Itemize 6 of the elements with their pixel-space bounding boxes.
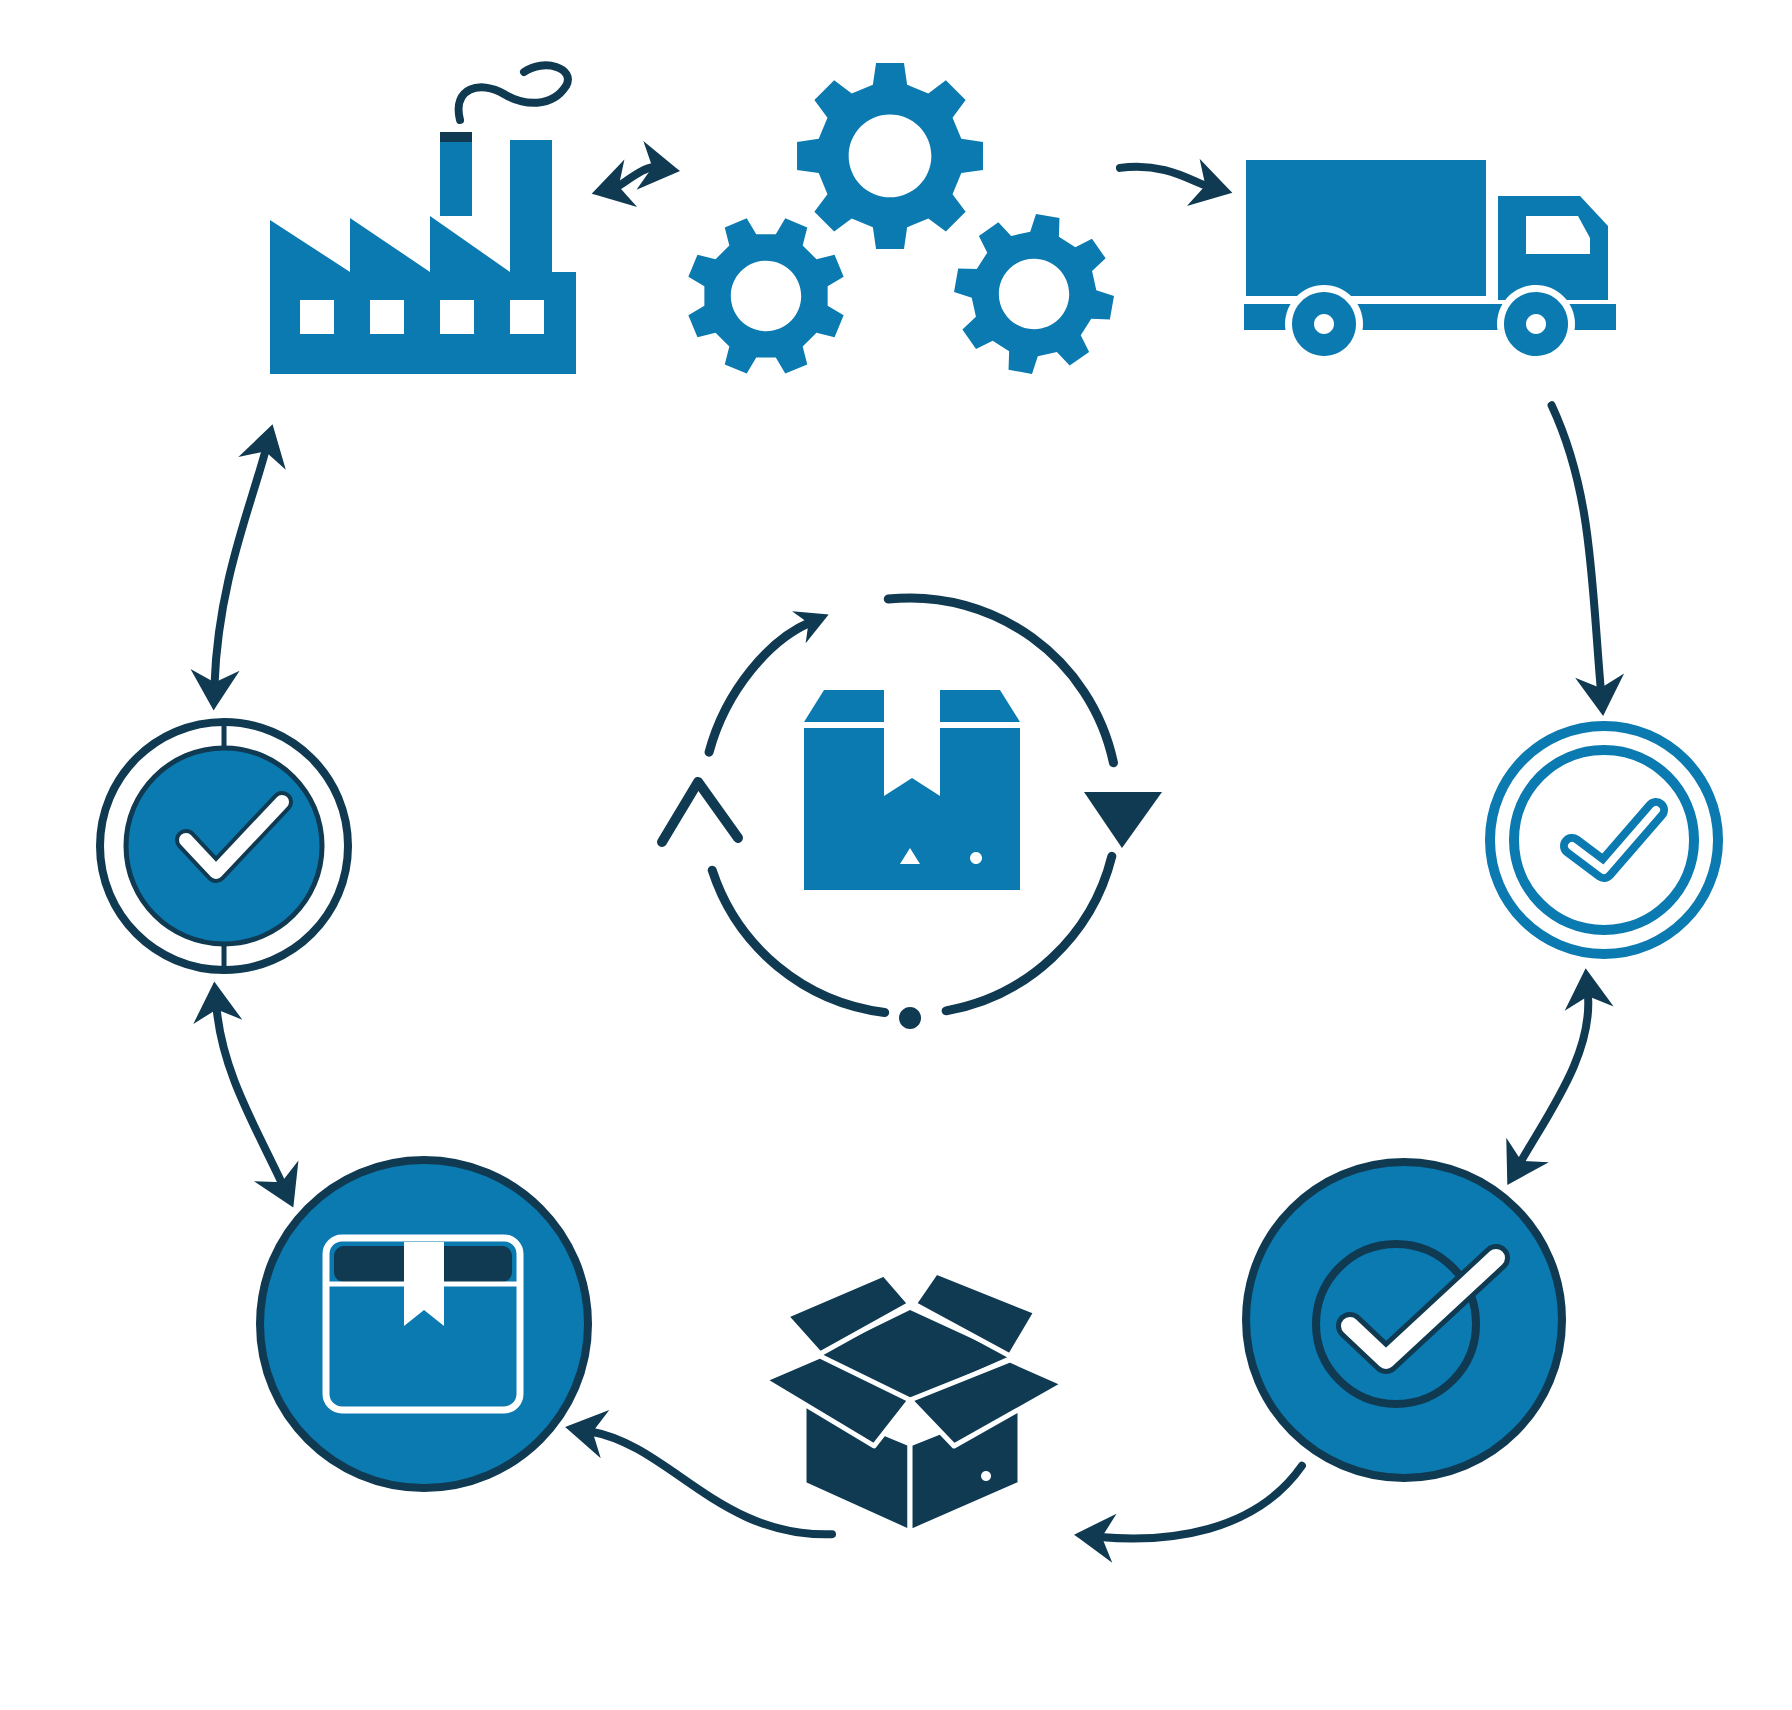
package-badge bbox=[256, 1155, 592, 1492]
check-badge bbox=[1485, 720, 1723, 959]
check-badge bbox=[96, 717, 352, 974]
gears-icon bbox=[688, 63, 1114, 374]
check-badge bbox=[1242, 1157, 1566, 1482]
factory-icon bbox=[270, 61, 576, 374]
